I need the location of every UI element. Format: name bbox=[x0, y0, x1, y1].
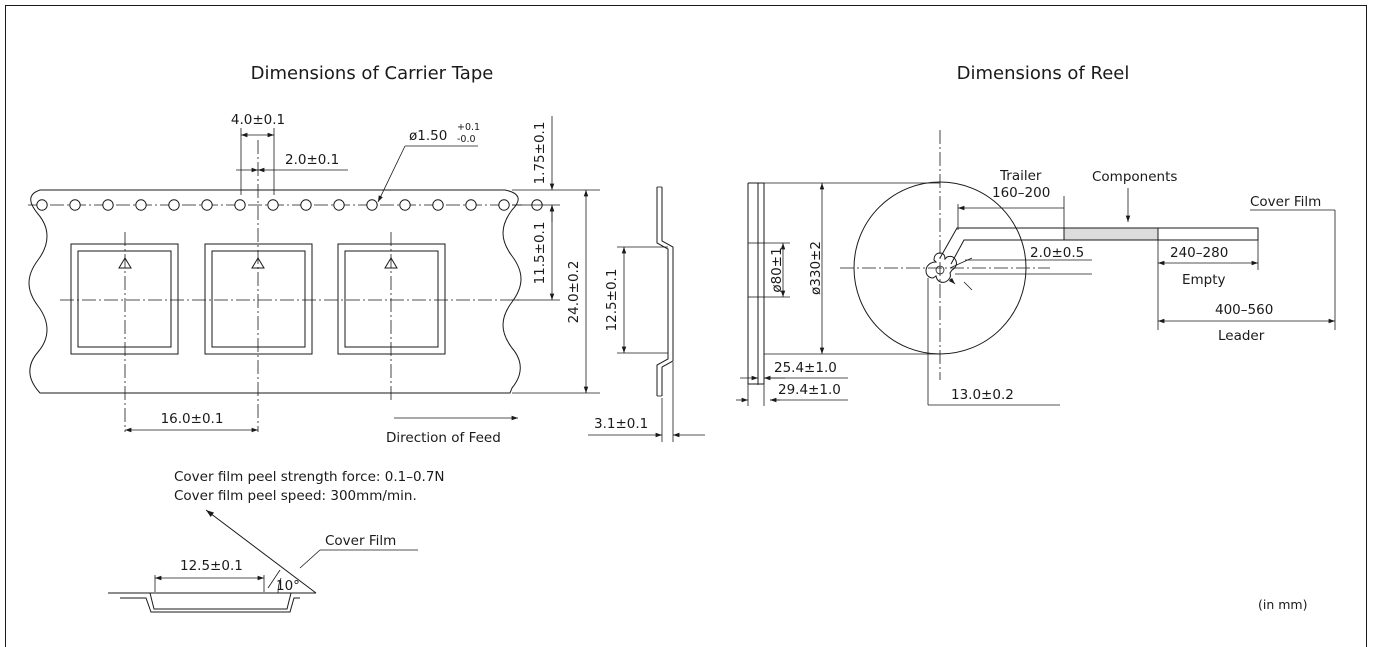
empty-label: Empty bbox=[1182, 272, 1226, 288]
hole-offset-label: 2.0±0.1 bbox=[285, 152, 339, 168]
carrier-tape-title: Dimensions of Carrier Tape bbox=[251, 63, 494, 84]
tape-side-profile: 12.5±0.1 3.1±0.1 bbox=[588, 186, 705, 442]
pocket-3-inner bbox=[344, 250, 439, 348]
pocket-1-inner bbox=[77, 250, 172, 348]
tape-top-dimensions: 4.0±0.1 2.0±0.1 ø1.50 +0.1 -0.0 bbox=[231, 112, 480, 203]
feed-direction-label: Direction of Feed bbox=[386, 430, 501, 446]
sprocket-hole bbox=[135, 199, 147, 211]
sprocket-hole bbox=[432, 199, 444, 211]
feed-direction: Direction of Feed bbox=[386, 415, 518, 446]
peel-angle-label: 10° bbox=[276, 578, 300, 594]
page-border bbox=[5, 5, 1367, 647]
hole-to-center-label: 11.5±0.1 bbox=[532, 222, 548, 285]
pocket-depth-side-label: 12.5±0.1 bbox=[604, 269, 620, 332]
arbor-label: 13.0±0.2 bbox=[951, 387, 1014, 403]
tape-outline bbox=[28, 189, 522, 394]
reel-title: Dimensions of Reel bbox=[957, 63, 1130, 84]
carrier-tape-top-view bbox=[28, 140, 543, 432]
sprocket-hole bbox=[36, 199, 48, 211]
hole-diameter-lower-tolerance: -0.0 bbox=[457, 134, 476, 145]
inner-width-label: 25.4±1.0 bbox=[774, 360, 837, 376]
tape-right-dimensions: 1.75±0.1 11.5±0.1 24.0±0.2 bbox=[512, 116, 600, 394]
peel-force-note: Cover film peel strength force: 0.1–0.7N bbox=[174, 469, 445, 485]
components-section bbox=[1063, 227, 1159, 241]
pocket-pitch-dimension: 16.0±0.1 bbox=[125, 411, 258, 433]
units-note: (in mm) bbox=[1258, 597, 1307, 612]
pocket-2-inner bbox=[211, 250, 306, 348]
sprocket-hole bbox=[267, 199, 279, 211]
sprocket-hole bbox=[168, 199, 180, 211]
sprocket-holes bbox=[36, 199, 543, 211]
reel-front-view: 13.0±0.2 2.0±0.5 Trailer 160–200 Compone… bbox=[840, 130, 1336, 406]
leader-length-label: 400–560 bbox=[1215, 302, 1273, 318]
sprocket-hole bbox=[333, 199, 345, 211]
reel-diameter-label: ø330±2 bbox=[808, 241, 824, 295]
peel-width-label: 12.5±0.1 bbox=[180, 558, 243, 574]
peel-diagram: 10° 12.5±0.1 Cover Film bbox=[108, 509, 418, 613]
thickness-label: 3.1±0.1 bbox=[594, 416, 648, 432]
reel-arbor-hole bbox=[935, 265, 945, 275]
pocket-2-outer bbox=[204, 243, 313, 355]
hole-pitch-label: 4.0±0.1 bbox=[231, 112, 285, 128]
components-label: Components bbox=[1092, 169, 1177, 185]
trailer-length-label: 160–200 bbox=[992, 185, 1050, 201]
sprocket-hole bbox=[366, 199, 378, 211]
slot-width-label: 2.0±0.5 bbox=[1030, 245, 1084, 261]
hole-diameter-upper-tolerance: +0.1 bbox=[457, 122, 480, 133]
sprocket-hole bbox=[465, 199, 477, 211]
sprocket-hole bbox=[102, 199, 114, 211]
hole-diameter-label: ø1.50 bbox=[409, 128, 447, 144]
trailer-label: Trailer bbox=[999, 168, 1042, 184]
sprocket-hole bbox=[234, 199, 246, 211]
sprocket-hole bbox=[69, 199, 81, 211]
sprocket-hole bbox=[399, 199, 411, 211]
empty-length-label: 240–280 bbox=[1170, 245, 1228, 261]
pocket-3-outer bbox=[337, 243, 446, 355]
sprocket-hole bbox=[300, 199, 312, 211]
peel-speed-note: Cover film peel speed: 300mm/min. bbox=[174, 488, 417, 504]
hub-diameter-label: ø80±1 bbox=[769, 247, 785, 292]
sprocket-hole bbox=[201, 199, 213, 211]
pocket-pitch-label: 16.0±0.1 bbox=[161, 411, 224, 427]
pocket-1-outer bbox=[70, 243, 179, 355]
sprocket-hole bbox=[498, 199, 510, 211]
tape-width-label: 24.0±0.2 bbox=[566, 261, 582, 324]
reel-hub bbox=[925, 252, 957, 283]
peel-cover-film-label: Cover Film bbox=[325, 533, 396, 549]
reel-side-view: ø80±1 ø330±2 25.4±1.0 29.4±1.0 bbox=[736, 182, 940, 406]
outer-width-label: 29.4±1.0 bbox=[778, 382, 841, 398]
edge-to-hole-label: 1.75±0.1 bbox=[532, 122, 548, 185]
reel-cover-film-label: Cover Film bbox=[1250, 194, 1321, 210]
leader-label: Leader bbox=[1218, 328, 1265, 344]
